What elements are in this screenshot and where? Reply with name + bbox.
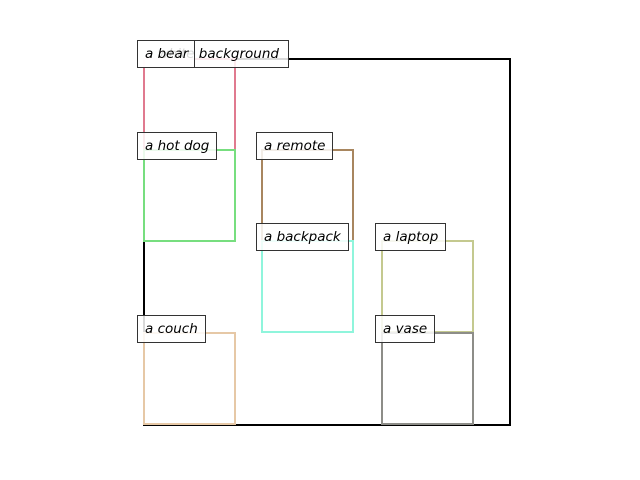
background-frame xyxy=(143,58,511,426)
backpack-box xyxy=(261,240,354,333)
couch-box xyxy=(143,332,236,425)
hot-dog-label: a hot dog xyxy=(137,132,218,160)
hot-dog-box xyxy=(143,149,236,242)
vase-box xyxy=(381,332,474,425)
laptop-label: a laptop xyxy=(375,223,447,251)
vase-label: a vase xyxy=(375,315,436,343)
backpack-label: a backpack xyxy=(256,223,349,251)
couch-label: a couch xyxy=(137,315,206,343)
remote-label: a remote xyxy=(256,132,334,160)
bear-label: a bear xyxy=(137,40,195,68)
